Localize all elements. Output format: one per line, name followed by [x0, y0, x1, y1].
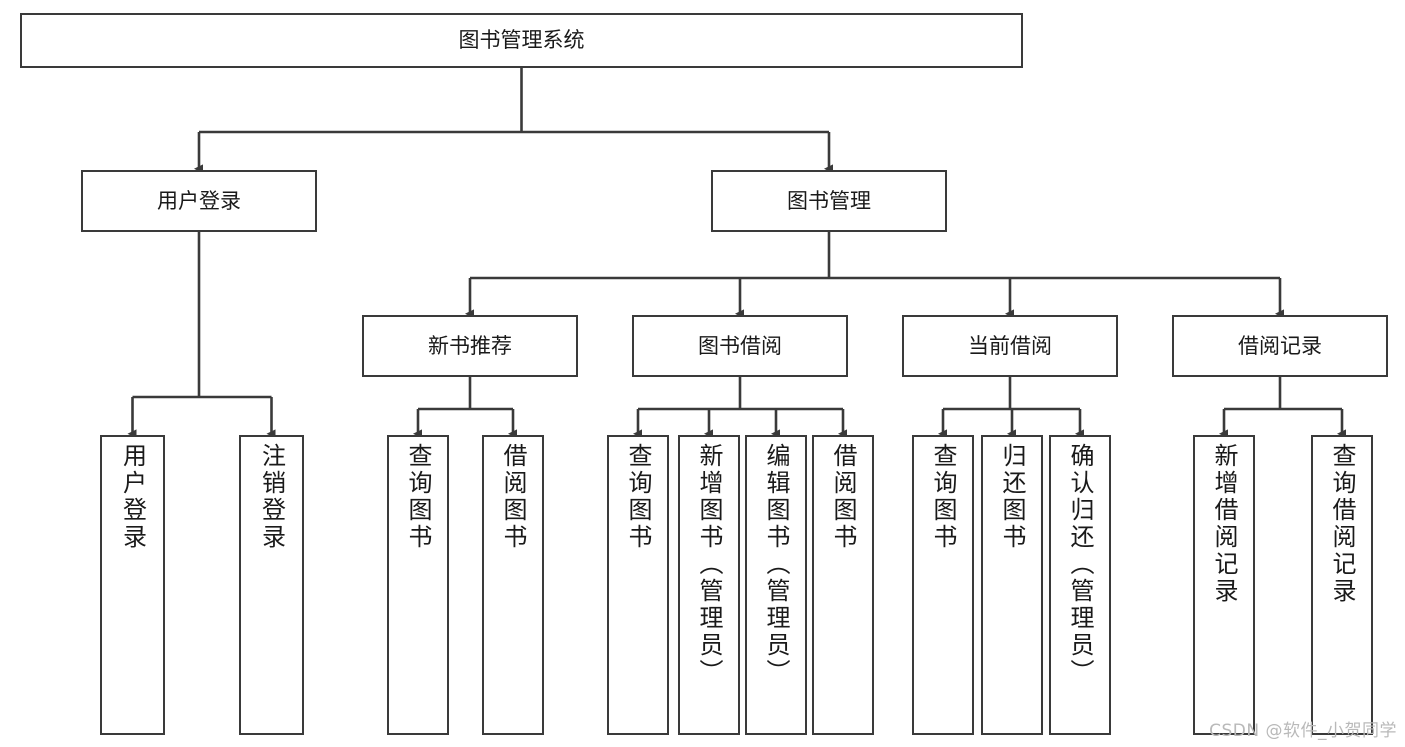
node-user-login[interactable]: 用户登录	[81, 170, 317, 232]
node-root[interactable]: 图书管理系统	[20, 13, 1023, 68]
node-leaf-return-book[interactable]: 归还图书	[981, 435, 1043, 735]
node-leaf-query-record[interactable]: 查询借阅记录	[1311, 435, 1373, 735]
node-label: 查询图书	[624, 443, 652, 551]
node-label: 当前借阅	[968, 333, 1052, 358]
node-label: 编辑图书（管理员）	[762, 443, 790, 686]
node-leaf-borrow-book-1[interactable]: 借阅图书	[482, 435, 544, 735]
node-label: 确认归还（管理员）	[1066, 443, 1094, 686]
node-label: 查询图书	[404, 443, 432, 551]
node-label: 图书管理系统	[458, 28, 585, 53]
node-leaf-add-book[interactable]: 新增图书（管理员）	[678, 435, 740, 735]
node-label: 用户登录	[118, 443, 147, 551]
node-leaf-logout[interactable]: 注销登录	[239, 435, 304, 735]
node-leaf-query-book-1[interactable]: 查询图书	[387, 435, 449, 735]
watermark-text: CSDN @软件_小贺同学	[1209, 721, 1397, 741]
node-leaf-user-login[interactable]: 用户登录	[100, 435, 165, 735]
node-leaf-add-record[interactable]: 新增借阅记录	[1193, 435, 1255, 735]
node-leaf-borrow-book-2[interactable]: 借阅图书	[812, 435, 874, 735]
node-label: 新书推荐	[428, 333, 512, 358]
node-book-manage[interactable]: 图书管理	[711, 170, 947, 232]
node-label: 借阅记录	[1238, 333, 1322, 358]
node-label: 图书管理	[787, 188, 871, 213]
node-label: 借阅图书	[499, 443, 527, 551]
node-label: 借阅图书	[829, 443, 857, 551]
node-leaf-confirm-return[interactable]: 确认归还（管理员）	[1049, 435, 1111, 735]
node-leaf-query-book-2[interactable]: 查询图书	[607, 435, 669, 735]
node-label: 查询借阅记录	[1328, 443, 1356, 605]
node-leaf-edit-book[interactable]: 编辑图书（管理员）	[745, 435, 807, 735]
node-label: 归还图书	[998, 443, 1026, 551]
node-label: 图书借阅	[698, 333, 782, 358]
node-label: 新增借阅记录	[1210, 443, 1238, 605]
node-new-book-recommend[interactable]: 新书推荐	[362, 315, 578, 377]
node-label: 查询图书	[929, 443, 957, 551]
node-label: 注销登录	[257, 443, 286, 551]
node-current-borrow[interactable]: 当前借阅	[902, 315, 1118, 377]
node-leaf-query-book-3[interactable]: 查询图书	[912, 435, 974, 735]
node-borrow-record[interactable]: 借阅记录	[1172, 315, 1388, 377]
node-book-borrow[interactable]: 图书借阅	[632, 315, 848, 377]
node-label: 新增图书（管理员）	[695, 443, 723, 686]
node-label: 用户登录	[157, 188, 241, 213]
